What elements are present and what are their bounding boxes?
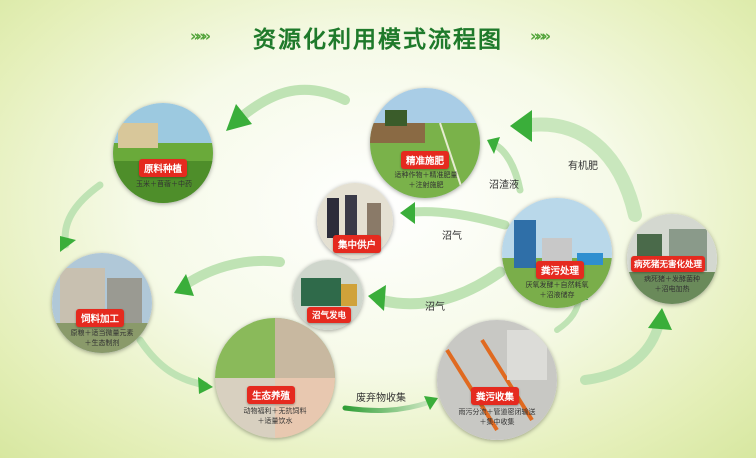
planting-label: 原料种植 [139,159,188,177]
gas-supply-label: 集中供户 [333,235,382,253]
arrow-collection-to-deadpig [580,315,665,385]
arrowhead-organic [510,110,532,142]
label-biogas-supply: 沼气 [442,231,462,242]
arrowhead-feed [60,236,76,252]
arrowhead-digestate [487,137,500,154]
label-waste-collection: 废弃物收集 [356,393,406,404]
dead-pig-desc-2: ＋沼电加热 [654,285,690,293]
breeding-photo [215,318,335,438]
collection-desc-1: 雨污分流＋管道密闭输送 [458,408,536,416]
collection-photo [437,320,557,440]
arrowhead-power [368,285,386,311]
arrow-breeding-to-collection [342,399,433,413]
title-decor-left: »»» [190,27,211,45]
arrow-treat-to-power [374,266,506,310]
feed-desc-2: ＋生态制剂 [84,339,120,347]
arrow-power-to-feed [180,255,285,290]
fertilize-desc-2: ＋注射施肥 [408,181,444,189]
dead-pig-desc-1: 病死猪＋发酵菌种 [644,275,700,283]
planting-desc: 玉米＋苜蓿＋中药 [136,180,192,188]
manure-treat-desc-2: ＋沼液储存 [539,291,575,299]
arrowhead-feed-2 [174,274,194,296]
arrow-treat-to-gassupply [407,207,510,230]
breeding-label: 生态养殖 [247,386,296,404]
arrowhead-breeding [198,377,213,394]
arrow-planting-to-feed [61,181,104,249]
collection-desc-2: ＋集中收集 [479,418,515,426]
title-decor-right: »»» [530,27,551,45]
breeding-desc-1: 动物福利＋无抗饲料 [243,407,307,415]
label-organic-fertilizer: 有机肥 [568,161,598,172]
feed-label: 饲料加工 [76,309,125,327]
fertilize-label: 精准施肥 [401,151,450,169]
label-biogas-power: 沼气 [425,302,445,313]
arrowhead-deadpig [648,308,672,330]
manure-treat-label: 粪污处理 [536,261,585,279]
page-title: 资源化利用模式流程图 [253,27,503,53]
arrow-fertilize-to-planting [235,84,350,123]
manure-treat-photo [502,198,612,308]
feed-desc-1: 原粮＋适当微量元素 [70,329,134,337]
arrowhead-gassupply [400,202,415,224]
arrowhead-collection [424,396,438,410]
arrow-deadpig-to-fertilize [523,117,642,222]
fertilize-desc-1: 适种作物＋精准肥量 [394,171,458,179]
breeding-desc-2: ＋适量饮水 [257,417,293,425]
collection-label: 粪污收集 [471,387,520,405]
arrow-treat-to-fertilize [491,141,524,194]
dead-pig-label: 病死猪无害化处理 [631,256,706,272]
label-digestate: 沼渣液 [489,180,519,191]
arrowhead-planting [226,104,252,131]
manure-treat-desc-1: 厌氧发酵＋自然耗氧 [525,281,589,289]
